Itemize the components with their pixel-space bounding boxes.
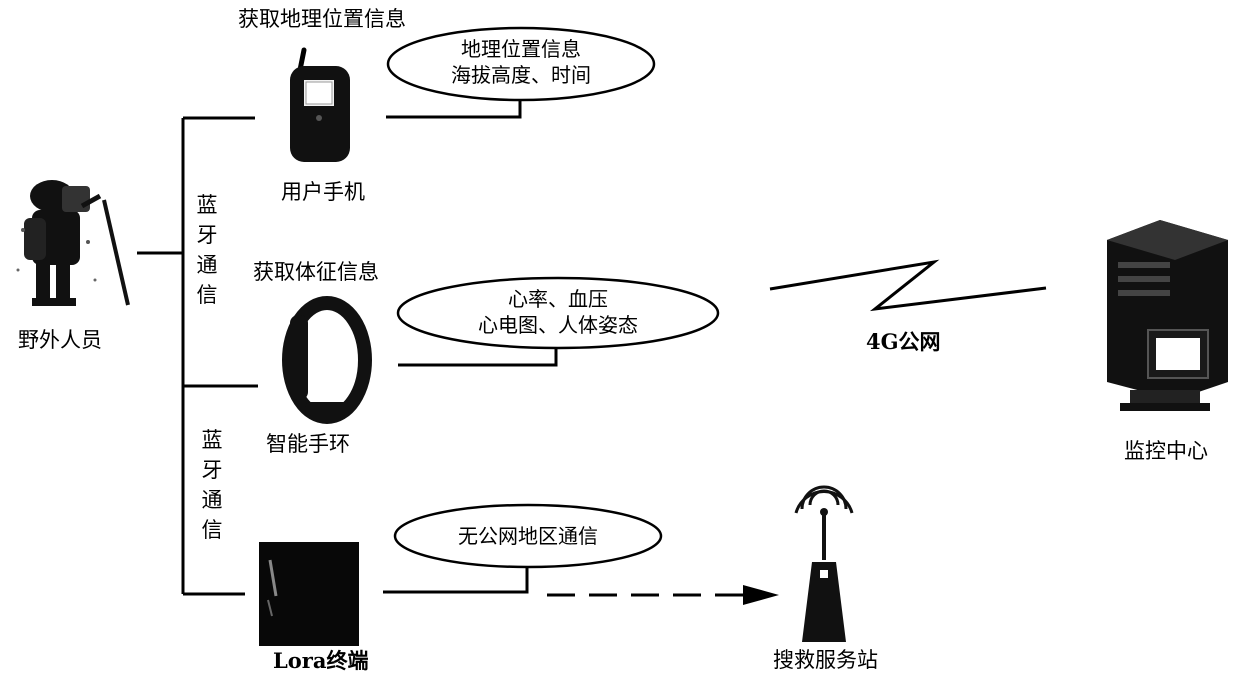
bluetooth-upper-char: 蓝	[192, 190, 222, 220]
lora-bubble-text: 无公网地区通信	[395, 523, 661, 549]
band-header-label: 获取体征信息	[253, 262, 379, 283]
lora-terminal-icon	[259, 542, 359, 646]
monitor-center-label: 监控中心	[1124, 441, 1208, 462]
server-computer-icon	[1107, 220, 1228, 411]
band-bubble-line: 心电图、人体姿态	[398, 312, 718, 338]
phone-bubble-text: 地理位置信息 海拔高度、时间	[388, 36, 654, 88]
bluetooth-upper-char: 信	[192, 280, 222, 310]
bluetooth-lower-label: 蓝 牙 通 信	[197, 425, 227, 545]
bluetooth-lower-char: 蓝	[197, 425, 227, 455]
phone-bubble-line: 地理位置信息	[388, 36, 654, 62]
hiker-icon	[17, 180, 129, 306]
smart-band-icon	[289, 303, 365, 417]
bluetooth-lower-char: 通	[197, 485, 227, 515]
band-label: 智能手环	[266, 434, 350, 455]
band-bubble-text: 心率、血压 心电图、人体姿态	[398, 286, 718, 338]
bluetooth-lower-char: 牙	[197, 455, 227, 485]
rescue-tower-icon	[796, 487, 852, 642]
bluetooth-upper-char: 通	[192, 250, 222, 280]
4g-lightning-bolt	[770, 262, 1046, 309]
lora-bubble-line	[383, 566, 527, 592]
band-bubble-line: 心率、血压	[398, 286, 718, 312]
mobile-phone-icon	[290, 50, 350, 162]
phone-header-label: 获取地理位置信息	[238, 9, 406, 30]
bluetooth-upper-label: 蓝 牙 通 信	[192, 190, 222, 310]
phone-label: 用户手机	[281, 182, 365, 203]
phone-bubble-line: 海拔高度、时间	[388, 62, 654, 88]
network-label: 4G公网	[866, 331, 941, 352]
arrow-head-icon	[743, 585, 779, 605]
rescue-station-label: 搜救服务站	[773, 650, 878, 671]
lora-label: Lora终端	[273, 650, 368, 671]
bluetooth-lower-char: 信	[197, 515, 227, 545]
bluetooth-upper-char: 牙	[192, 220, 222, 250]
person-label: 野外人员	[18, 330, 102, 351]
lora-bubble-line: 无公网地区通信	[395, 523, 661, 549]
